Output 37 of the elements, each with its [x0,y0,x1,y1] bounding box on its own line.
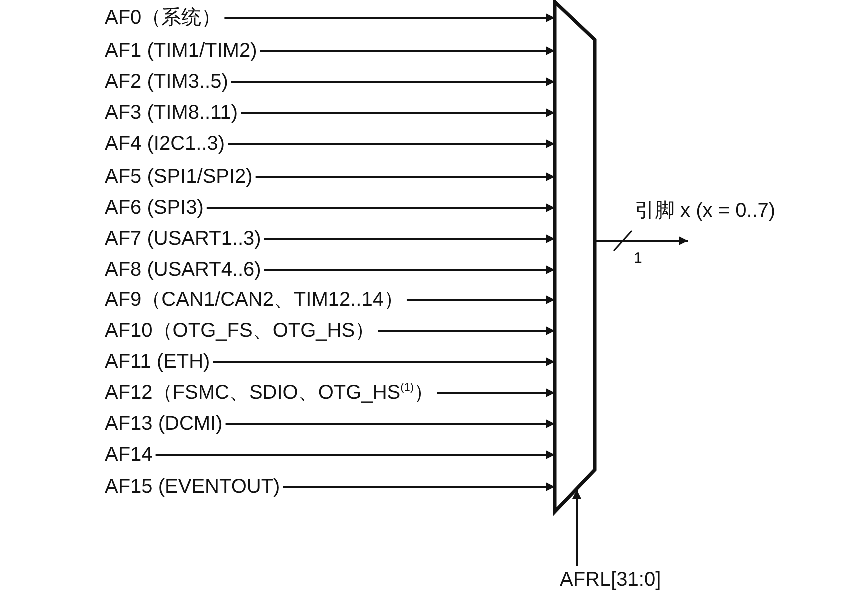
arrow [283,482,555,492]
register-label: AFRL[31:0] [560,568,662,592]
arrow [224,14,555,22]
signal-label: AF2 (TIM3..5) [105,70,228,94]
signal-label: AF3 (TIM8..11) [105,101,238,125]
arrow [437,388,555,398]
arrow [406,296,555,304]
arrow [231,78,555,86]
arrow [226,420,555,428]
arrow [206,204,555,212]
signal-label: AF6 (SPI3) [105,196,204,220]
pin-label: 引脚 x (x = 0..7) [635,199,776,223]
arrow [156,450,555,460]
signal-label: AF14 [105,443,153,467]
signal-label: AF15 (EVENTOUT) [105,475,280,499]
arrow [264,266,555,274]
arrow [228,140,555,148]
arrow [378,326,555,336]
signal-label: AF5 (SPI1/SPI2) [105,165,253,189]
signal-label: AF0（系统） [105,6,222,30]
arrow [264,234,555,244]
signal-label: AF7 (USART1..3) [105,227,262,251]
multiplexer-shape [553,0,597,516]
arrow [256,172,555,182]
arrow [241,108,555,118]
arrow [595,230,688,252]
signal-label: AF4 (I2C1..3) [105,132,226,156]
signal-label: AF12（FSMC、SDIO、OTG_HS$^{(1)}$） [105,381,434,405]
signal-label: AF10（OTG_FS、OTG_HS） [105,319,376,343]
signal-label: AF1 (TIM1/TIM2) [105,39,258,63]
arrow [572,490,582,566]
arrow [213,358,555,366]
signal-label: AF8 (USART4..6) [105,258,262,282]
signal-label: AF9（CAN1/CAN2、TIM12..14） [105,288,404,312]
signal-label: AF11 (ETH) [105,350,210,374]
arrow [260,46,555,56]
signal-label: AF13 (DCMI) [105,412,223,436]
